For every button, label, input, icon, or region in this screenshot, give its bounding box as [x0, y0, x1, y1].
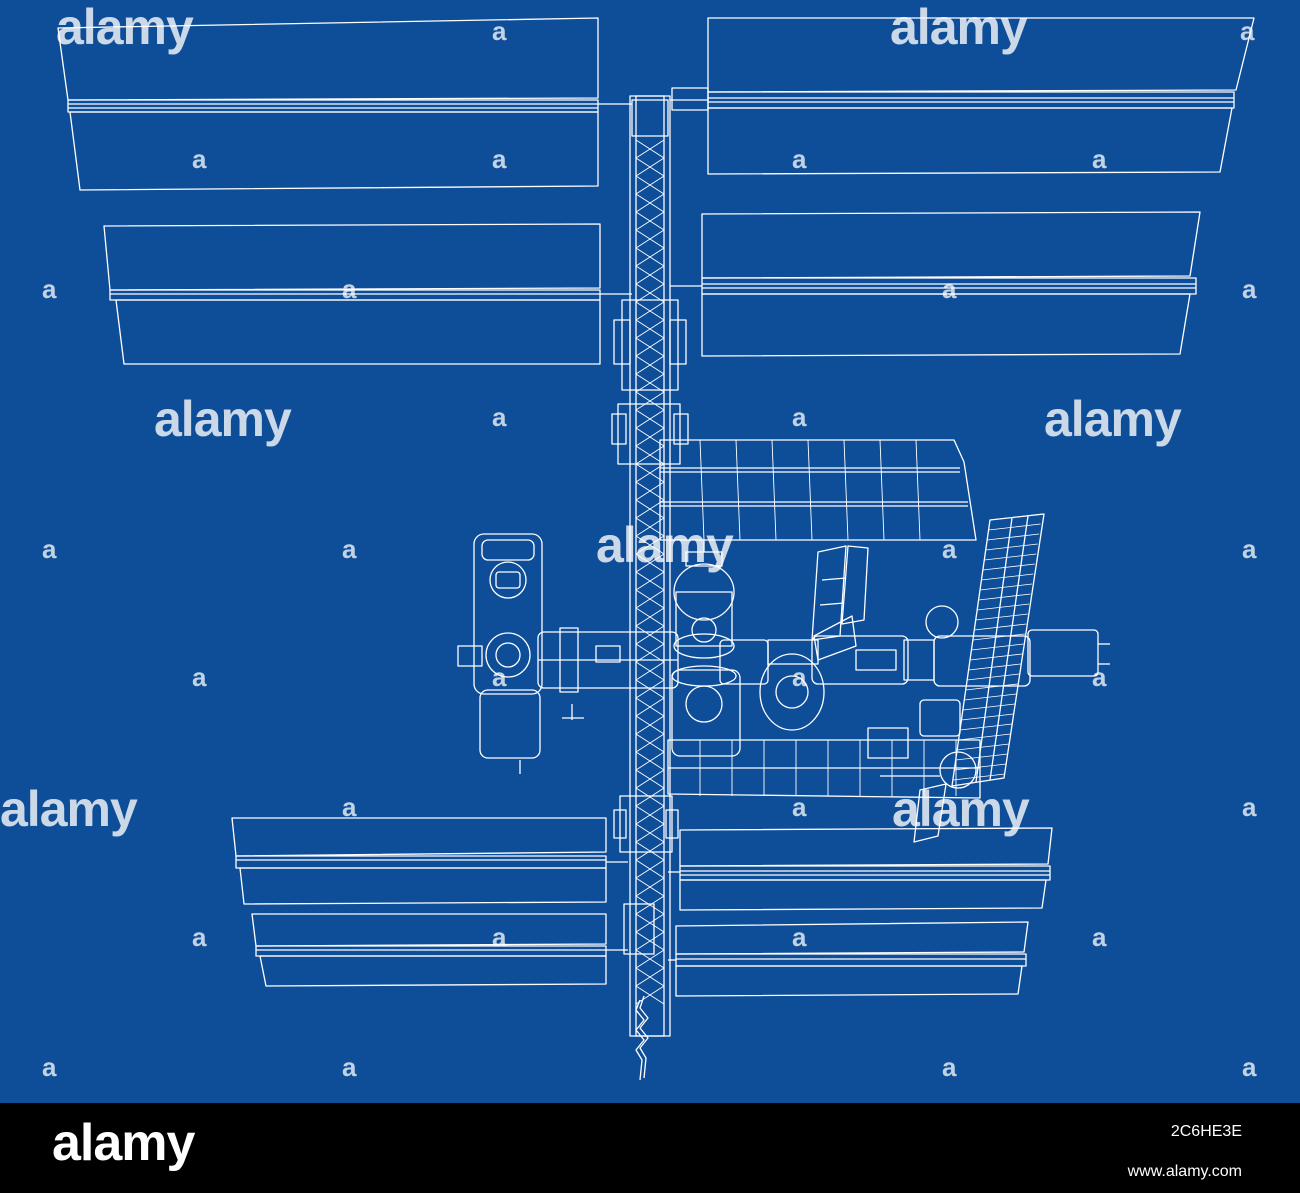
- watermark-a: a: [1092, 662, 1107, 692]
- image-id: 2C6HE3E: [1170, 1123, 1242, 1140]
- watermark-a: a: [1242, 792, 1257, 822]
- watermark-a: a: [942, 274, 957, 304]
- truss-lattice: [635, 139, 665, 1005]
- watermark-a: a: [942, 1052, 957, 1082]
- watermark-a: a: [492, 922, 507, 952]
- watermark-a: a: [792, 402, 807, 432]
- watermark-a: a: [492, 16, 507, 46]
- core-module-cluster: [671, 540, 769, 757]
- watermark-a: a: [942, 534, 957, 564]
- watermark-alamy: alamy: [596, 517, 734, 573]
- watermark-a: a: [342, 274, 357, 304]
- solar-array-rear-right: [667, 739, 981, 799]
- watermark-a: a: [192, 922, 207, 952]
- watermark-a: a: [792, 144, 807, 174]
- watermark-a: a: [492, 144, 507, 174]
- service-module: [759, 545, 935, 731]
- watermark-a: a: [342, 792, 357, 822]
- watermark-alamy: alamy: [154, 391, 292, 447]
- watermark-a: a: [492, 662, 507, 692]
- main-truss: [611, 95, 689, 1081]
- watermark-a: a: [42, 534, 57, 564]
- watermark-a: a: [492, 402, 507, 432]
- node-module: [537, 627, 679, 693]
- watermark-a: a: [792, 792, 807, 822]
- solar-array-mid-right-cells: [699, 439, 921, 541]
- footer-url: www.alamy.com: [1127, 1163, 1242, 1180]
- watermark-alamy: alamy: [0, 781, 138, 837]
- watermark-a: a: [1092, 144, 1107, 174]
- watermark-a: a: [42, 274, 57, 304]
- solar-array-mid-right: [659, 439, 977, 541]
- watermark-a: a: [192, 144, 207, 174]
- solar-array-lower-right: [668, 827, 1053, 997]
- watermark-a: a: [42, 1052, 57, 1082]
- blueprint-canvas: alamy alamy alamy alamy alamy alamy alam…: [0, 0, 1300, 1103]
- space-station-wireframe: [57, 17, 1255, 1081]
- solar-array-upper-left: [57, 17, 632, 365]
- watermark-a: a: [1242, 274, 1257, 304]
- solar-array-upper-right: [670, 17, 1255, 357]
- watermark-a: a: [192, 662, 207, 692]
- footer-logo: alamy: [52, 1114, 195, 1172]
- watermark-a: a: [1242, 534, 1257, 564]
- watermark-a: a: [792, 922, 807, 952]
- solar-array-lower-left: [231, 817, 628, 987]
- watermark-a: a: [1240, 16, 1255, 46]
- footer-bar: alamy 2C6HE3E www.alamy.com: [0, 1103, 1300, 1193]
- watermark-alamy: alamy: [892, 781, 1030, 837]
- watermark-a: a: [342, 1052, 357, 1082]
- watermark-alamy: alamy: [1044, 391, 1182, 447]
- watermark-alamy: alamy: [56, 0, 194, 55]
- watermark-a: a: [342, 534, 357, 564]
- watermark-a: a: [792, 662, 807, 692]
- right-array-cells: [952, 513, 1043, 781]
- watermark-alamy: alamy: [890, 0, 1028, 55]
- left-module-stack: [457, 533, 584, 774]
- solar-array-rear-right-cells: [699, 740, 957, 796]
- watermark-a: a: [1242, 1052, 1257, 1082]
- watermark-a: a: [1092, 922, 1107, 952]
